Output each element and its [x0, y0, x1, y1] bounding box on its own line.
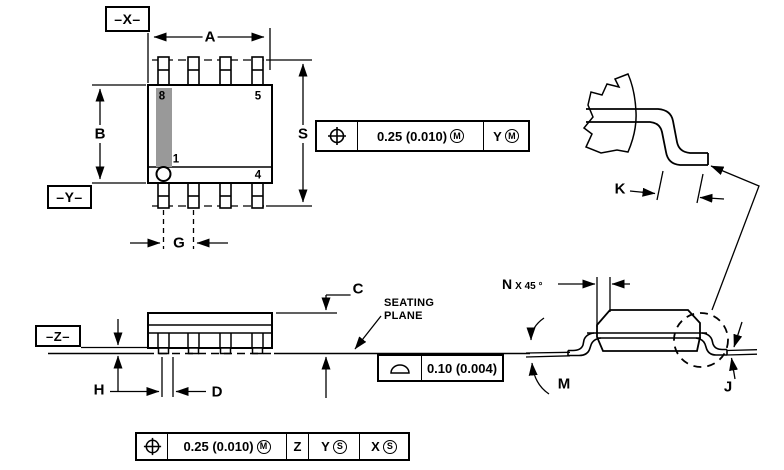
dimension-d [161, 357, 206, 397]
dim-label-n-group: N X 45 ° [502, 277, 542, 292]
dim-label-b: B [92, 125, 108, 143]
end-left-lead [567, 332, 602, 357]
dimension-a [147, 28, 271, 83]
datum-y-box: –Y– [47, 185, 92, 209]
detail-circle [673, 312, 729, 368]
datum-z-box: –Z– [35, 325, 81, 347]
datum-reference-cell: Y S [308, 434, 359, 459]
datum-reference: Y [493, 128, 502, 144]
material-modifier-m-icon: M [504, 129, 519, 143]
dimension-m [525, 317, 571, 395]
flatness-symbol-cell [379, 356, 421, 380]
dim-label-j: J [721, 378, 735, 396]
dimension-n [558, 277, 630, 327]
pin-label-5: 5 [254, 90, 262, 103]
dim-label-m: M [555, 375, 573, 393]
tolerance-value-cell: 0.25 (0.010) M [357, 122, 483, 150]
side-view [48, 294, 530, 398]
seating-plane-line2: PLANE [384, 310, 423, 322]
true-position-symbol-cell [317, 122, 357, 150]
datum-z-label: –Z– [46, 328, 70, 344]
true-position-icon [328, 127, 346, 145]
end-body-outline [596, 309, 701, 352]
datum-reference: Z [293, 439, 302, 454]
dim-label-h: H [91, 381, 107, 399]
tolerance-value: 0.25 (0.010) [376, 128, 448, 144]
pin-label-4: 4 [254, 169, 262, 182]
dim-label-k: K [612, 180, 628, 198]
bottom-pins [157, 182, 264, 209]
seating-plane-label: SEATING PLANE [384, 297, 434, 323]
dimension-b [92, 84, 146, 184]
dimension-h [110, 319, 160, 396]
pin-label-8: 8 [158, 90, 166, 103]
dim-label-c: C [350, 280, 366, 298]
dim-label-n: N [502, 276, 513, 292]
tolerance-value-cell: 0.10 (0.004) [421, 356, 502, 380]
lead-cross-section [586, 108, 709, 166]
datum-x-box: –X– [105, 6, 150, 32]
dimension-j [726, 321, 758, 380]
tolerance-value: 0.25 (0.010) [183, 439, 254, 454]
side-leads [157, 333, 264, 355]
seating-plane-line1: SEATING [384, 297, 435, 309]
position-tolerance-frame-bottom: 0.25 (0.010) M Z Y S X S [135, 432, 410, 461]
datum-reference-cell: Z [286, 434, 308, 459]
flatness-icon [390, 364, 410, 374]
true-position-icon [143, 437, 161, 456]
end-view [525, 165, 760, 395]
datum-reference: X [371, 439, 380, 454]
tolerance-value: 0.10 (0.004) [426, 360, 498, 376]
dimension-g [130, 210, 228, 249]
dimension-c [276, 294, 351, 398]
top-view [92, 28, 312, 249]
flatness-tolerance-frame: 0.10 (0.004) [377, 354, 504, 382]
pin-label-1: 1 [172, 153, 180, 166]
dim-label-n-angle: X 45 ° [515, 281, 543, 292]
dim-label-a: A [202, 28, 218, 46]
body-break-outline [582, 73, 637, 154]
datum-reference-cell: X S [359, 434, 408, 459]
material-modifier-m-icon: M [256, 439, 271, 454]
tolerance-value-cell: 0.25 (0.010) M [167, 434, 286, 459]
datum-reference: Y [321, 439, 330, 454]
pin1-shading [156, 88, 172, 167]
dimension-k [629, 170, 725, 204]
datum-x-label: –X– [114, 11, 141, 27]
datum-reference-cell: Y M [483, 122, 528, 150]
pin1-indicator [155, 166, 172, 182]
dim-label-s: S [295, 125, 311, 143]
lead-detail-view [582, 73, 725, 204]
dim-label-g: G [171, 234, 187, 252]
material-modifier-m-icon: M [450, 129, 465, 143]
seating-plane-leader [354, 315, 382, 350]
material-modifier-s-icon: S [332, 439, 347, 454]
side-body-outline [147, 312, 273, 349]
true-position-symbol-cell [137, 434, 167, 459]
dim-label-d: D [209, 383, 225, 401]
datum-y-label: –Y– [56, 189, 83, 205]
position-tolerance-frame-top: 0.25 (0.010) M Y M [315, 120, 530, 152]
top-pins [157, 56, 264, 86]
material-modifier-s-icon: S [382, 439, 397, 454]
detail-leader [710, 165, 760, 311]
